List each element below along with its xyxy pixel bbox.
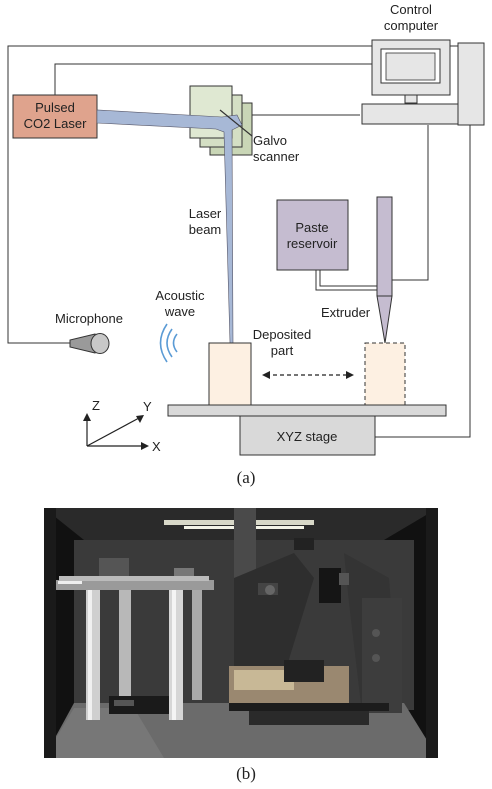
axis-x-label: X [152, 439, 161, 454]
beam-label-2: beam [189, 222, 222, 237]
setup-photo [44, 508, 438, 758]
laser-label-1: Pulsed [35, 100, 75, 115]
beam-label-1: Laser [189, 206, 222, 221]
deposited-label-1: Deposited [253, 327, 312, 342]
system-schematic: Control computer Pulsed CO2 Laser Galvo … [7, 2, 485, 456]
axis-z-label: Z [92, 398, 100, 413]
acoustic-label-2: wave [164, 304, 195, 319]
caption-b: (b) [236, 764, 256, 783]
pulsed-laser-box [12, 94, 98, 139]
acoustic-label-1: Acoustic [155, 288, 205, 303]
control-computer-label-1: Control [390, 2, 432, 17]
galvo-label-1: Galvo [253, 133, 287, 148]
paste-reservoir [276, 199, 349, 271]
axes-icon [83, 413, 149, 450]
extruder-label: Extruder [321, 305, 371, 320]
microphone-icon [69, 333, 110, 354]
motion-arrow [262, 371, 354, 379]
stage-platform [167, 404, 447, 417]
deposited-part [208, 342, 252, 406]
deposited-part-target [364, 342, 406, 406]
reservoir-label-2: reservoir [287, 236, 338, 251]
control-computer [361, 39, 485, 126]
galvo-label-2: scanner [253, 149, 300, 164]
laser-label-2: CO2 Laser [24, 116, 88, 131]
axis-y-label: Y [143, 399, 152, 414]
caption-a: (a) [236, 468, 256, 487]
xyz-stage-label: XYZ stage [277, 429, 338, 444]
control-computer-label-2: computer [384, 18, 439, 33]
galvo-mirror [219, 109, 253, 137]
deposited-label-2: part [271, 343, 294, 358]
xyz-stage [239, 415, 376, 456]
microphone-label: Microphone [55, 311, 123, 326]
acoustic-wave-icon [159, 323, 178, 363]
extruder [315, 196, 393, 344]
reservoir-label-1: Paste [295, 220, 328, 235]
wiring [7, 45, 471, 438]
